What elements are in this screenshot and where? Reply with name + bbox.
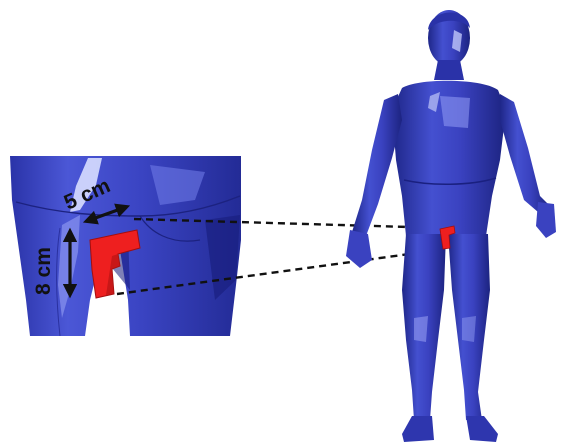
figure-knee-highlight xyxy=(414,316,428,342)
figure-chest-highlight xyxy=(440,96,470,128)
figure-arm-right xyxy=(500,94,550,212)
height-label: 8 cm xyxy=(32,247,55,295)
figure-knee-highlight-2 xyxy=(462,316,476,342)
figure-foot-right xyxy=(466,416,498,442)
figure-arm-left xyxy=(352,94,402,236)
zoom-view: 5 cm 8 cm xyxy=(10,156,241,336)
figure-neck xyxy=(434,60,464,80)
figure-hand-left xyxy=(346,230,372,268)
figure-foot-left xyxy=(402,416,434,442)
figure-hand-right xyxy=(536,202,556,238)
